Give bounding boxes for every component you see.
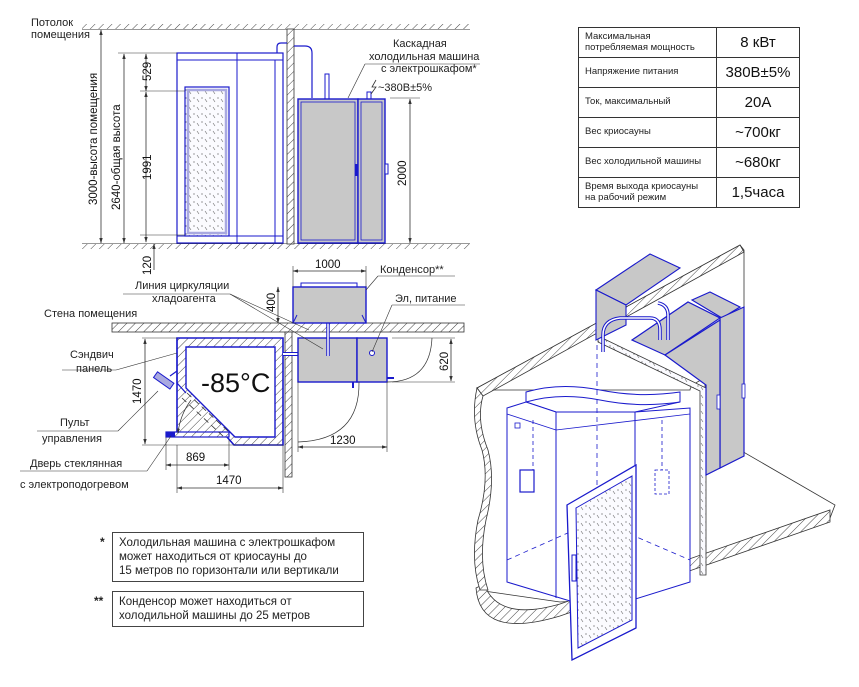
footnote-line: Холодильная машина с электрошкафом <box>119 537 336 549</box>
dim-machine-2000: 2000 <box>397 160 409 186</box>
lightning-icon <box>370 79 377 95</box>
dim-door-1991: 1991 <box>142 154 154 180</box>
ceiling-label-line2: помещения <box>31 29 90 41</box>
footnote-box: Холодильная машина с электрошкафом может… <box>112 532 364 582</box>
spec-key: Максимальная потребляемая мощность <box>578 27 717 58</box>
elevation-view: 3000-высота помещения 2640-общая высота … <box>31 17 480 275</box>
sandwich-label-line1: Сэндвич <box>70 349 114 361</box>
control-panel-icon <box>152 370 178 390</box>
door-handle-icon <box>571 554 577 582</box>
table-row: Время выхода криосауны на рабочий режим … <box>578 177 800 208</box>
cryosauna-cabin-3d <box>506 345 691 662</box>
specifications-table: Максимальная потребляемая мощность 8 кВт… <box>578 27 800 208</box>
spec-key: Вес холодильной машины <box>578 147 717 178</box>
table-row: Максимальная потребляемая мощность 8 кВт <box>578 27 800 58</box>
room-wall-plan-vertical <box>284 331 293 478</box>
ceiling-line <box>82 24 470 30</box>
footnote-line: 15 метров по горизонтали или вертикали <box>119 565 339 577</box>
power-voltage-label: ~380В±5% <box>378 82 432 94</box>
power-supply-label: Эл, питание <box>395 293 457 305</box>
dim-condenser-width: 1000 <box>315 259 341 271</box>
isometric-view <box>474 244 836 662</box>
power-inlet-icon <box>369 350 375 356</box>
condenser-plan <box>292 282 367 324</box>
elevation-dimensions <box>99 29 420 270</box>
condenser-label: Конденсор** <box>380 264 444 276</box>
table-row: Ток, максимальный 20А <box>578 87 800 118</box>
dim-condenser-depth: 400 <box>266 293 278 312</box>
plan-dimensions <box>142 266 455 493</box>
dim-top-529: 529 <box>142 62 154 81</box>
spec-value: 8 кВт <box>716 27 800 58</box>
plan-view: -85°C <box>20 259 465 493</box>
spec-value: 1,5часа <box>716 177 800 208</box>
room-wall-section <box>286 28 295 245</box>
cabin-glass-door <box>184 86 230 237</box>
sandwich-label-line2: панель <box>76 363 112 375</box>
table-row: Вес криосауны ~700кг <box>578 117 800 148</box>
cabin-plan: -85°C <box>152 337 284 446</box>
dim-door-width: 869 <box>186 452 205 464</box>
control-panel-3d-icon <box>519 469 535 493</box>
machine-label-line3: с электрошкафом* <box>381 63 477 75</box>
footnote-mark: ** <box>94 594 104 608</box>
ceiling-label-line1: Потолок <box>31 17 73 29</box>
footnote-box: Конденсор может находиться от холодильно… <box>112 591 364 627</box>
spec-value: 380В±5% <box>716 57 800 88</box>
dim-cabin-width: 1470 <box>216 475 242 487</box>
room-height-label: 3000-высота помещения <box>88 73 100 205</box>
table-row: Вес холодильной машины ~680кг <box>578 147 800 178</box>
spec-value: ~680кг <box>716 147 800 178</box>
footnote-line: может находиться от криосауны до <box>119 551 307 563</box>
footnote-line: Конденсор может находиться от <box>119 596 292 608</box>
footnote-mark: * <box>100 535 105 549</box>
floor-line <box>82 243 470 249</box>
cabin-elevation <box>176 42 287 244</box>
room-wall-plan <box>111 322 465 333</box>
dim-cabin-depth: 1470 <box>132 378 144 404</box>
spec-key: Ток, максимальный <box>578 87 717 118</box>
refrigerant-label-line1: Линия циркуляции <box>135 280 229 292</box>
spec-key: Вес криосауны <box>578 117 717 148</box>
refrigeration-machine-plan <box>297 318 394 388</box>
door-label-line1: Дверь стеклянная <box>30 458 122 470</box>
spec-key: Время выхода криосауны на рабочий режим <box>578 177 717 208</box>
dim-machine-depth: 620 <box>439 352 451 371</box>
spec-value: ~700кг <box>716 117 800 148</box>
door-label-line2: с электроподогревом <box>20 479 129 491</box>
refrigeration-machine-elevation <box>294 45 389 244</box>
total-height-label: 2640-общая высота <box>111 104 123 210</box>
table-row: Напряжение питания 380В±5% <box>578 57 800 88</box>
refrigeration-machine-3d <box>601 291 746 476</box>
machine-label-line1: Каскадная <box>393 38 447 50</box>
machine-label-line2: холодильная машина <box>369 51 480 63</box>
control-label-line1: Пульт <box>60 417 90 429</box>
spec-key: Напряжение питания <box>578 57 717 88</box>
temperature-label: -85°C <box>201 368 270 398</box>
dim-machine-width: 1230 <box>330 435 356 447</box>
refrigerant-label-line2: хладоагента <box>152 293 217 305</box>
footnote-line: холодильной машины до 25 метров <box>119 610 311 622</box>
control-label-line2: управления <box>42 433 102 445</box>
wall-label: Стена помещения <box>44 308 137 320</box>
dim-floor-120: 120 <box>142 256 154 275</box>
spec-value: 20А <box>716 87 800 118</box>
